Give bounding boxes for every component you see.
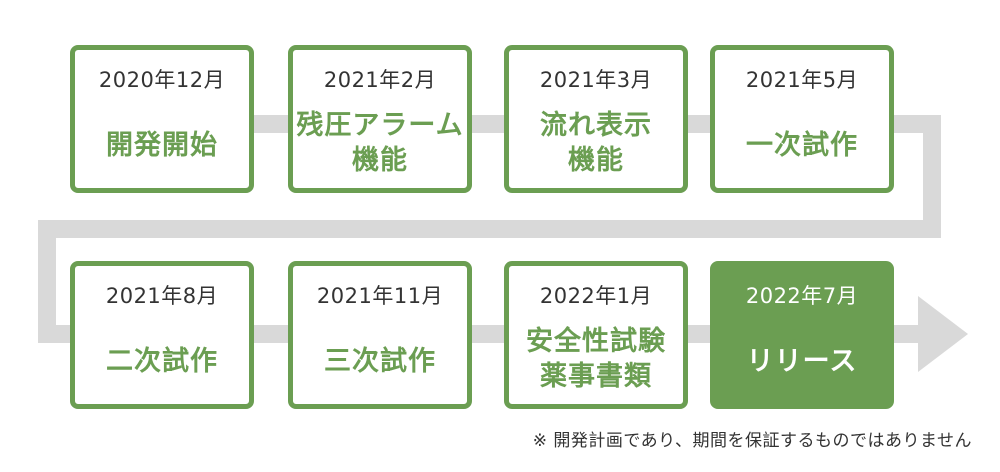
step-title: 一次試作 <box>746 130 858 161</box>
disclaimer-note: ※ 開発計画であり、期間を保証するものではありません <box>532 431 972 451</box>
step-date: 2020年12月 <box>98 68 226 92</box>
step-title: 開発開始 <box>106 130 218 161</box>
step-card-flow-display: 2021年3月 流れ表示 機能 <box>504 45 688 193</box>
step-card-third-prototype: 2021年11月 三次試作 <box>288 261 472 409</box>
step-title: 三次試作 <box>324 346 436 377</box>
step-title: 二次試作 <box>106 346 218 377</box>
step-card-second-prototype: 2021年8月 二次試作 <box>70 261 254 409</box>
step-card-release: 2022年7月 リリース <box>710 261 894 409</box>
step-date: 2021年2月 <box>323 68 437 92</box>
step-date: 2022年1月 <box>539 284 653 308</box>
step-title: リリース <box>746 346 858 377</box>
step-date: 2022年7月 <box>745 284 859 308</box>
flow-arrowhead <box>918 296 968 372</box>
step-card-start: 2020年12月 開発開始 <box>70 45 254 193</box>
step-date: 2021年11月 <box>316 284 444 308</box>
step-card-first-prototype: 2021年5月 一次試作 <box>710 45 894 193</box>
step-title: 安全性試験 薬事書類 <box>526 326 666 392</box>
step-date: 2021年3月 <box>539 68 653 92</box>
step-date: 2021年8月 <box>105 284 219 308</box>
step-title: 残圧アラーム 機能 <box>296 110 464 176</box>
step-card-alarm: 2021年2月 残圧アラーム 機能 <box>288 45 472 193</box>
step-card-safety-test: 2022年1月 安全性試験 薬事書類 <box>504 261 688 409</box>
step-title: 流れ表示 機能 <box>540 110 652 176</box>
step-date: 2021年5月 <box>745 68 859 92</box>
